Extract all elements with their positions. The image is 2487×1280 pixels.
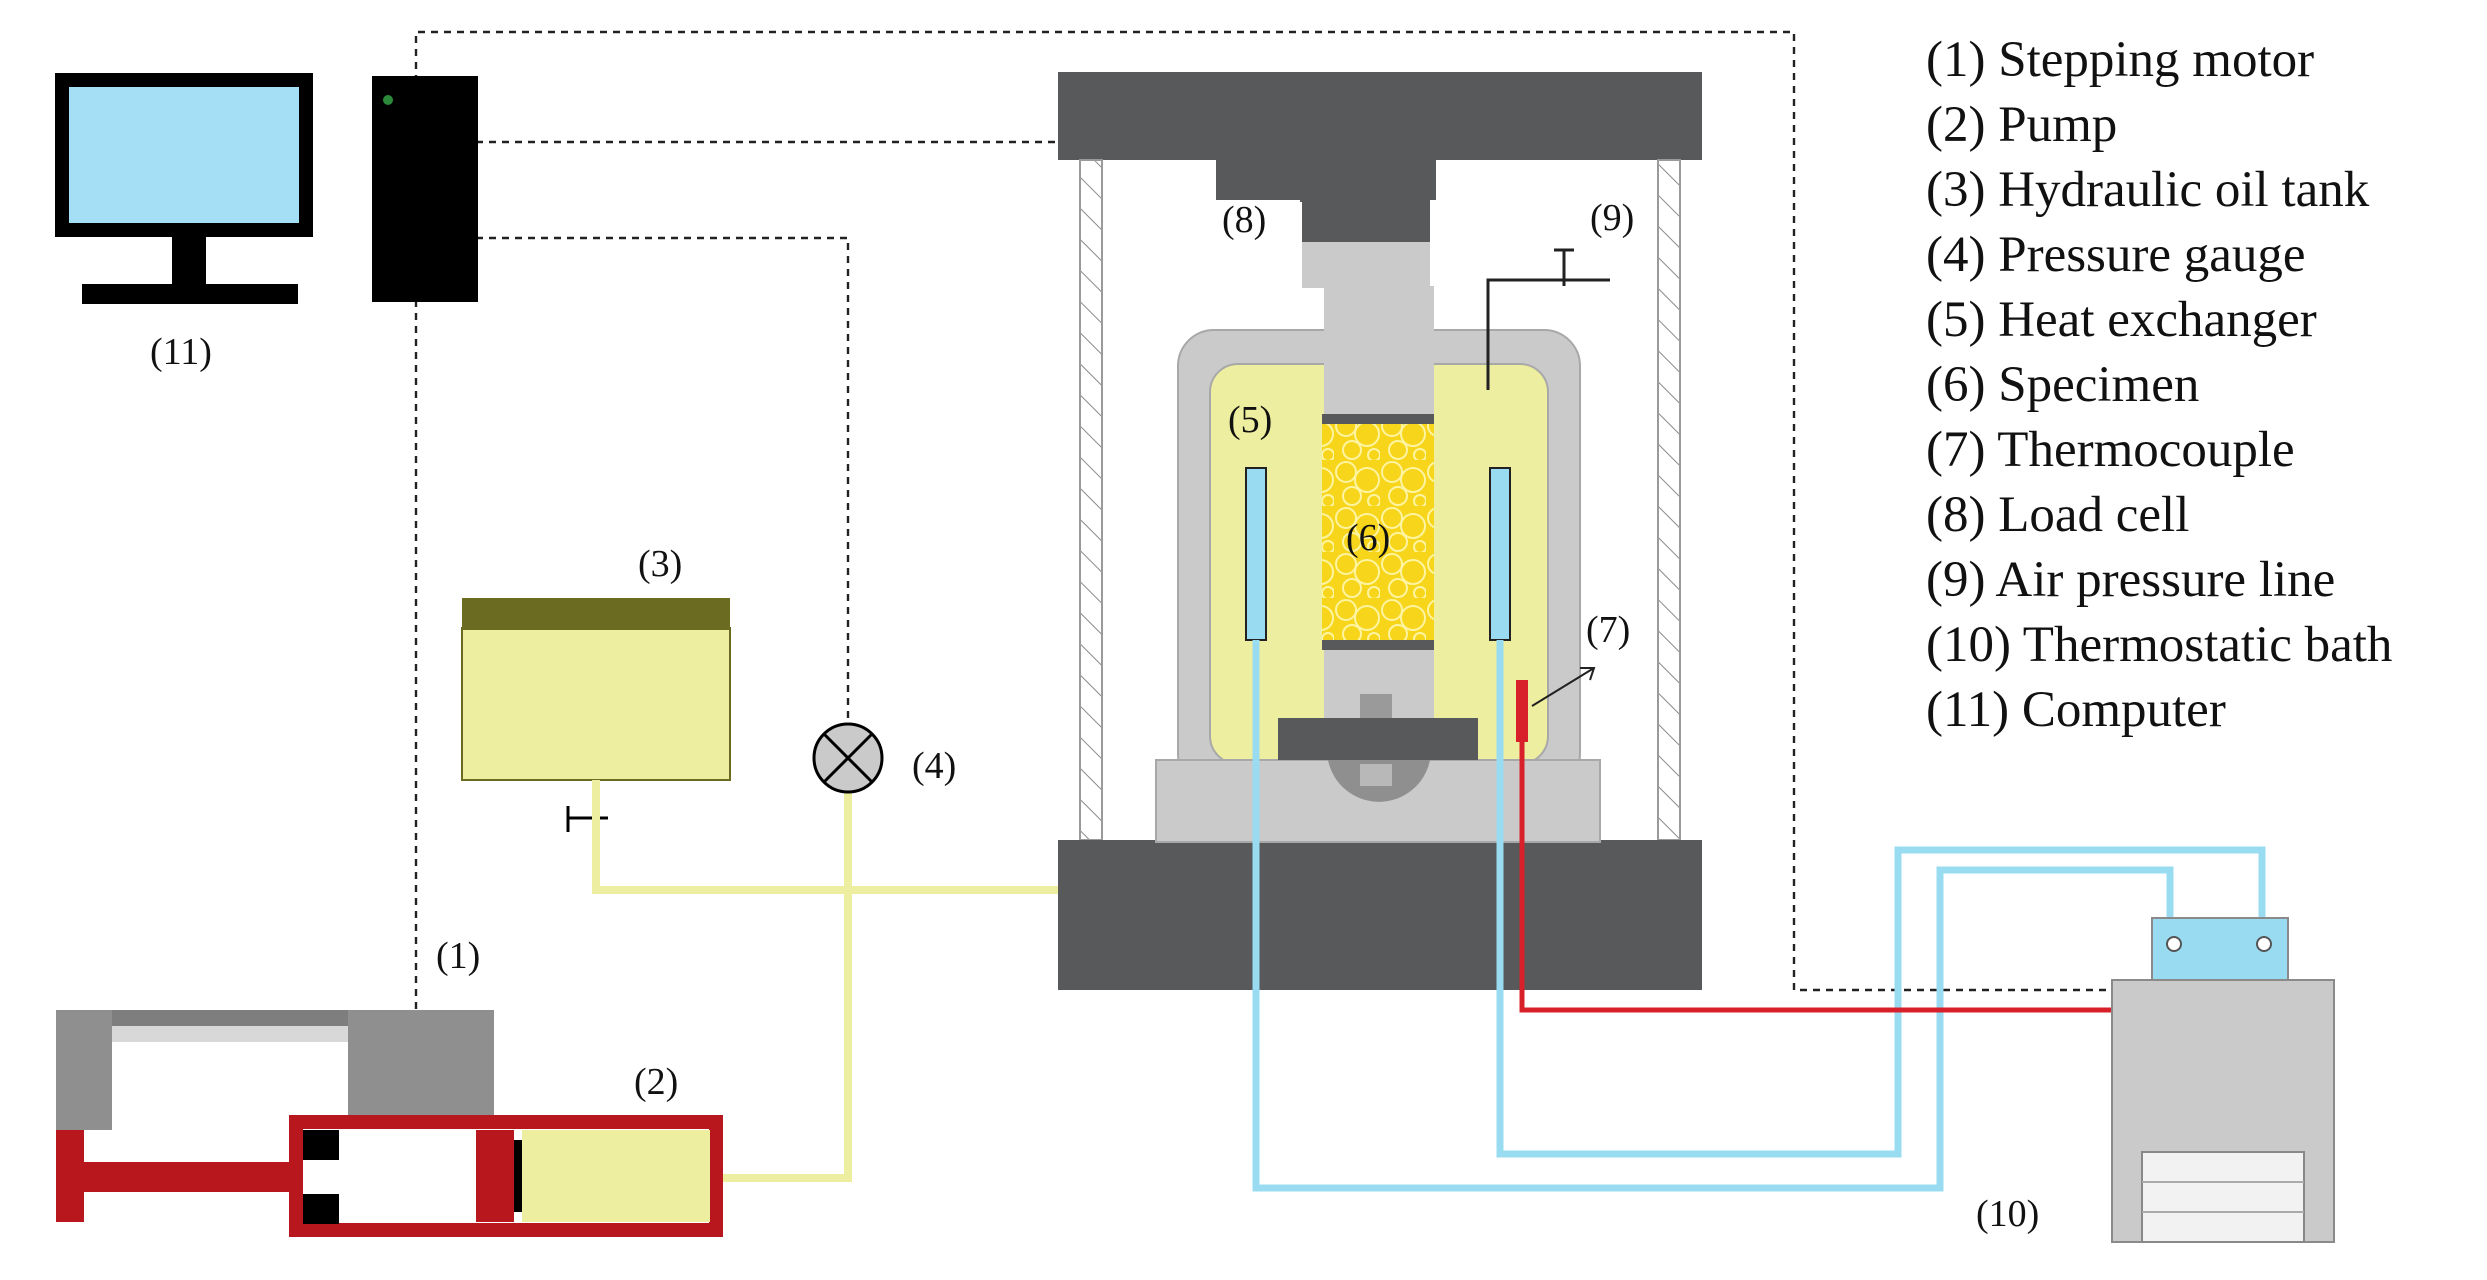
- legend-item: (2) Pump: [1926, 97, 2117, 153]
- legend-item: (3) Hydraulic oil tank: [1926, 162, 2370, 218]
- stepping-motor: [56, 1010, 494, 1130]
- label-load-cell: (8): [1222, 199, 1266, 241]
- legend-item: (11) Computer: [1926, 682, 2226, 738]
- load-frame: [1058, 72, 1702, 990]
- thermostatic-bath: [2111, 917, 2335, 1243]
- legend-item: (5) Heat exchanger: [1926, 292, 2317, 348]
- heat-exchanger-right: [1489, 467, 1511, 641]
- computer-tower-icon: [372, 76, 478, 302]
- label-bath: (10): [1976, 1193, 2039, 1235]
- label-gauge: (4): [912, 745, 956, 787]
- thermocouple-wire: [1519, 742, 2118, 1013]
- legend-item: (6) Specimen: [1926, 357, 2199, 413]
- monitor-icon: [55, 73, 313, 304]
- legend-item: (7) Thermocouple: [1926, 422, 2295, 478]
- hydraulic-oil-tank: [461, 598, 731, 832]
- legend-item: (10) Thermostatic bath: [1926, 617, 2392, 673]
- signal-lines: [414, 30, 2118, 1010]
- load-cell: [1216, 158, 1436, 288]
- valve-icon: [566, 806, 608, 832]
- specimen: [1322, 414, 1434, 650]
- label-tank: (3): [638, 543, 682, 585]
- label-exchanger: (5): [1228, 399, 1272, 441]
- legend-item: (8) Load cell: [1926, 487, 2189, 543]
- legend-item: (1) Stepping motor: [1926, 32, 2314, 88]
- heat-exchanger-left: [1245, 467, 1267, 641]
- label-air-line: (9): [1590, 197, 1634, 239]
- pressure-gauge-icon: [812, 722, 884, 794]
- bottom-platen: [1278, 694, 1478, 802]
- legend-item: (9) Air pressure line: [1926, 552, 2335, 608]
- water-lines: [1252, 640, 2266, 1192]
- label-motor: (1): [436, 935, 480, 977]
- computer: [55, 73, 478, 304]
- label-thermocouple: (7): [1586, 609, 1630, 651]
- pump: [56, 1115, 723, 1237]
- thermocouple: [1516, 667, 1596, 742]
- label-pump: (2): [634, 1061, 678, 1103]
- label-computer: (11): [150, 331, 212, 373]
- label-specimen: (6): [1346, 517, 1390, 559]
- legend: (1) Stepping motor (2) Pump (3) Hydrauli…: [1926, 32, 2392, 738]
- component-labels: (11) (3) (4) (1) (2) (8) (9) (5) (6) (7)…: [150, 197, 2039, 1235]
- signal-line-computer-gauge: [476, 236, 850, 724]
- air-pressure-line: [1486, 248, 1610, 390]
- legend-item: (4) Pressure gauge: [1926, 227, 2306, 283]
